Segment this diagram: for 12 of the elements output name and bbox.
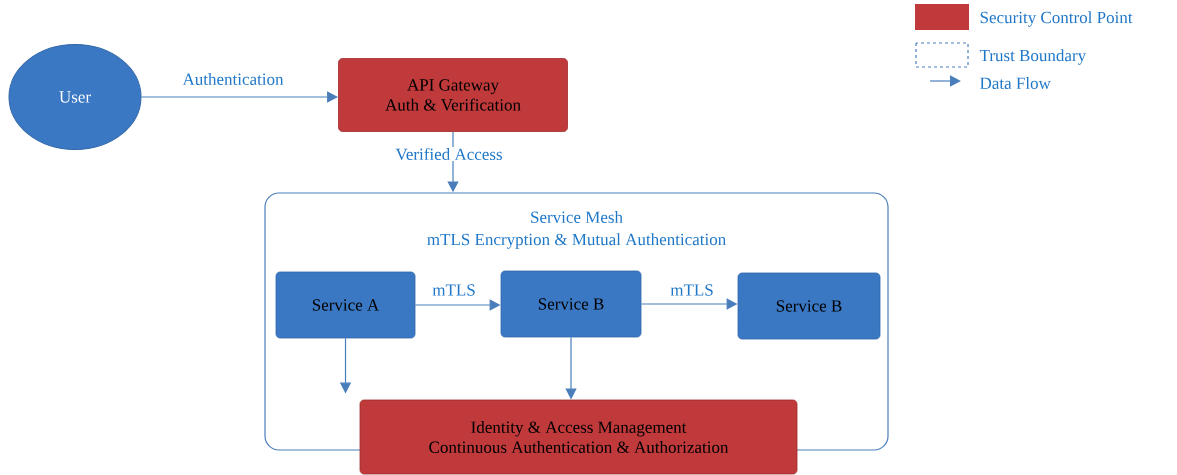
- legend-label: Data Flow: [980, 77, 1051, 89]
- service-box: Service B: [500, 270, 642, 338]
- legend-label: Security Control Point: [980, 11, 1133, 27]
- legend-label: Trust Boundary: [979, 49, 1087, 65]
- edge-label: Authentication: [181, 72, 285, 86]
- edge-label: mTLS: [669, 283, 715, 297]
- control-point-box: API Gateway Auth & Verification: [338, 58, 568, 132]
- edge-label: Verified Access: [394, 146, 504, 162]
- service-box: Service A: [275, 271, 416, 339]
- edge-label: mTLS: [431, 283, 477, 297]
- control-point-box: Identity & Access Management Continuous Authentication & Authorization: [359, 399, 798, 475]
- service-box: Service B: [737, 272, 881, 340]
